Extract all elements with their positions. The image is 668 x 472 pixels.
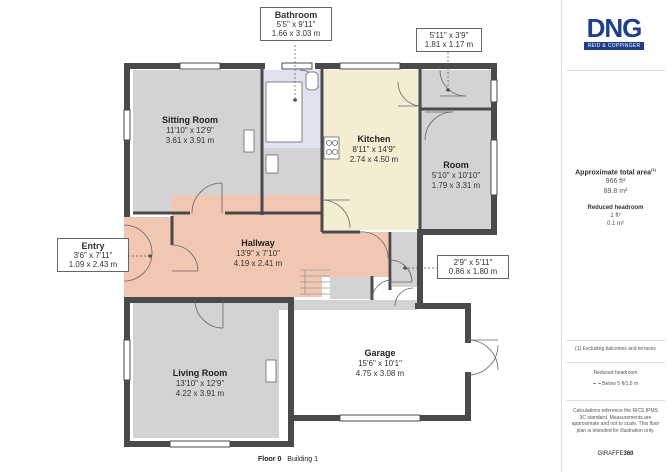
divider-top: [566, 70, 665, 71]
bathroom-callout: Bathroom 5'5" x 9'11" 1.66 x 3.03 m: [260, 7, 332, 41]
bathroom-metric: 1.66 x 3.03 m: [271, 29, 321, 38]
plan-footer: Floor 0 Building 1: [258, 456, 318, 463]
legend-title: Reduced headroom: [593, 370, 638, 376]
logo-text: DNG: [586, 13, 643, 43]
store-floor: [421, 70, 491, 108]
area-title-note: (1): [650, 167, 656, 172]
entry-floor: [124, 217, 172, 297]
windows: [123, 62, 498, 448]
entry-name: Entry: [81, 241, 105, 251]
headroom-block: Reduced headroom 1 ft² 0.1 m²: [566, 205, 665, 228]
legend-line-icon: [592, 382, 601, 384]
floor-plan: [120, 45, 499, 448]
disclaimer: Calculations reference the RICS IPMS 3C …: [571, 408, 660, 434]
kitchen-name: Kitchen: [357, 134, 391, 144]
garage-label: Garage 15'6" x 10'1" 4.75 x 3.08 m: [340, 348, 420, 379]
closet-metric: 0.86 x 1.80 m: [448, 267, 498, 276]
dng-logo: DNG REID & COPPINGER: [584, 14, 644, 50]
living-room-label: Living Room 13'10" x 12'9" 4.22 x 3.91 m: [160, 368, 240, 399]
building-label: Building 1: [287, 456, 319, 463]
hallway-label: Hallway 13'9" x 7'10" 4.19 x 2.41 m: [218, 238, 298, 269]
brand-num: 360: [623, 451, 634, 457]
area-block: Approximate total area(1) 966 ft² 89.8 m…: [566, 167, 665, 196]
footnote: (1) Excluding balconies and terraces: [575, 346, 656, 352]
hallway-imperial: 13'9" x 7'10": [236, 249, 280, 259]
closet-callout: 2'9" x 5'11" 0.86 x 1.80 m: [437, 255, 509, 279]
sitting-room-name: Sitting Room: [162, 115, 218, 125]
sitting-room-label: Sitting Room 11'10" x 12'9" 3.61 x 3.91 …: [150, 115, 230, 146]
hallway-name: Hallway: [241, 238, 275, 248]
living-fireplace: [265, 359, 277, 383]
stairs-area: [330, 277, 372, 299]
room-name: Room: [443, 160, 469, 170]
sitting-room-floor: [133, 70, 261, 213]
headroom-title: Reduced headroom: [587, 205, 644, 211]
headroom-m: 0.1 m²: [606, 220, 624, 227]
headroom-ft: 1 ft²: [610, 212, 621, 219]
kitchen-imperial: 8'11" x 14'9": [352, 145, 396, 155]
legend-text: Below 5 ft/1.5 m: [602, 380, 639, 387]
area-title: Approximate total area: [575, 169, 651, 177]
sitting-room-metric: 3.61 x 3.91 m: [165, 136, 215, 146]
closet-floor: [392, 232, 419, 287]
closet-imperial: 2'9" x 5'11": [453, 258, 493, 267]
room-floor: [421, 110, 491, 230]
sitting-room-imperial: 11'10" x 12'9": [166, 126, 214, 136]
bathroom-imperial: 5'5" x 9'11": [276, 20, 316, 29]
garage-imperial: 15'6" x 10'1": [358, 359, 402, 369]
inner-walls: [133, 66, 494, 300]
kitchen-hob: [323, 136, 340, 160]
divider-lower: [566, 400, 665, 401]
living-room-name: Living Room: [172, 368, 228, 378]
room-label: Room 5'10" x 10'10" 1.79 x 3.31 m: [421, 160, 491, 191]
kitchen-label: Kitchen 8'11" x 14'9" 2.74 x 4.50 m: [334, 134, 414, 165]
stairs: [300, 269, 330, 295]
living-room-floor: [133, 300, 279, 438]
entry-metric: 1.09 x 2.43 m: [68, 260, 118, 269]
divider-mid: [566, 340, 665, 341]
info-sidebar: DNG REID & COPPINGER Approximate total a…: [561, 0, 668, 472]
legend-block: Reduced headroom Below 5 ft/1.5 m: [566, 370, 665, 387]
brand-main: GIRAFFE: [597, 451, 624, 457]
giraffe360-brand: GIRAFFE360: [566, 451, 665, 459]
bathroom-name: Bathroom: [274, 10, 318, 20]
sitting-fireplace: [243, 129, 255, 153]
store-metric: 1.81 x 1.17 m: [424, 40, 474, 49]
room-metric: 1.79 x 3.31 m: [431, 181, 481, 191]
garage-floor: [294, 308, 464, 416]
area-ft: 966 ft²: [605, 178, 626, 186]
bathroom-fixtures: [265, 71, 319, 174]
garage-name: Garage: [364, 348, 396, 358]
garage-corridor-floor: [279, 300, 417, 310]
kitchen-metric: 2.74 x 4.50 m: [349, 155, 399, 165]
room-imperial: 5'10" x 10'10": [431, 171, 481, 181]
divider-legend: [566, 362, 665, 363]
entry-imperial: 3'6" x 7'11": [73, 251, 113, 260]
hallway-metric: 4.19 x 2.41 m: [233, 259, 283, 269]
garage-metric: 4.75 x 3.08 m: [355, 369, 405, 379]
entry-callout: Entry 3'6" x 7'11" 1.09 x 2.43 m: [57, 238, 129, 272]
living-room-imperial: 13'10" x 12'9": [175, 379, 225, 389]
logo-subtitle: REID & COPPINGER: [584, 42, 644, 50]
living-room-metric: 4.22 x 3.91 m: [175, 389, 225, 399]
floor-label: Floor 0: [258, 456, 282, 463]
store-imperial: 5'11" x 3'9": [429, 31, 469, 40]
hallway-ext-floor: [322, 232, 390, 277]
store-callout: 5'11" x 3'9" 1.81 x 1.17 m: [416, 28, 482, 52]
area-m: 89.8 m²: [603, 187, 628, 195]
